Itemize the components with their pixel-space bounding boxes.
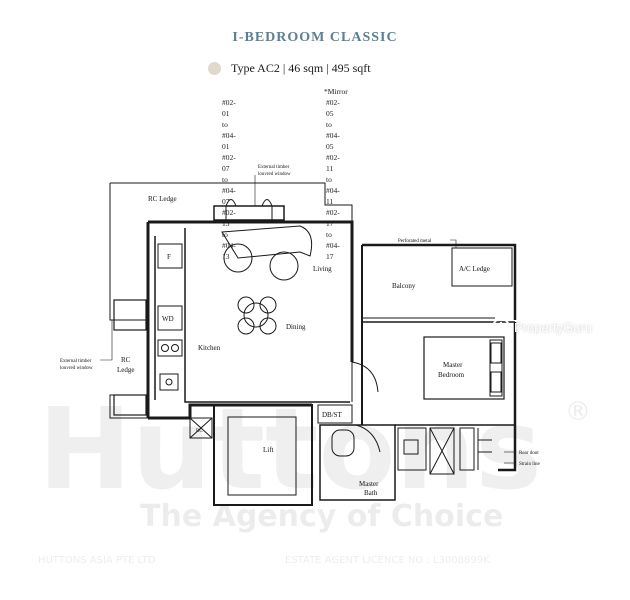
type-swatch: [208, 62, 221, 75]
label-dining: Dining: [286, 323, 306, 331]
kitchen-partition: [184, 228, 350, 403]
note-rear-door: Rear door: [519, 451, 539, 456]
label-master-bedroom: Master: [443, 361, 463, 369]
rc-shaft: [189, 417, 213, 439]
units-right-column: #02-05 to #04-05 #02-11 to #04-11 #02-17…: [326, 97, 340, 262]
lift-shaft: [213, 404, 313, 506]
armchair: [223, 243, 253, 273]
bed-pillow: [490, 342, 502, 364]
sink-drain: [165, 378, 173, 386]
ac-ledge-box: [451, 247, 513, 287]
leader-perforated: [450, 239, 457, 248]
wall-top: [148, 220, 354, 362]
bedroom-right-wall: [498, 322, 517, 472]
wd-box: [157, 305, 183, 331]
shower-line: [429, 427, 455, 475]
sink: [159, 373, 179, 391]
note-strain-line: Strain line: [519, 462, 540, 467]
bed-headboard: [489, 339, 503, 397]
note-top-window: louvred window: [258, 172, 291, 177]
unit-type-row: Type AC2 | 46 sqm | 495 sqft: [208, 61, 371, 76]
propertyguru-label: PropertyGuru: [514, 319, 593, 335]
label-rc-ledge-left: Ledge: [117, 366, 135, 374]
watermark-licence: ESTATE AGENT LICENCE NO : L3008899K: [285, 555, 490, 566]
outer-ledge-outline: [110, 182, 353, 233]
note-left-window: louvred window: [60, 366, 93, 371]
wardrobe-shelves: [477, 428, 492, 470]
label-rc-ledge-left: RC: [121, 356, 131, 364]
watermark-company: HUTTONS ASIA PTE LTD: [38, 555, 156, 566]
registered-mark: ®: [565, 397, 591, 427]
balcony-outer-wall: [362, 243, 517, 320]
coffee-table: [269, 251, 299, 281]
hob-burner: [171, 344, 179, 352]
master-bath-walls: [319, 424, 396, 501]
unit-range: #02-05 to #04-05: [326, 98, 340, 151]
left-window-lower: [113, 394, 147, 416]
unit-range: #02-11 to #04-11: [326, 153, 340, 206]
dining-chair: [259, 296, 277, 314]
label-living: Living: [313, 265, 332, 273]
unit-range: #02-07 to #04-07: [222, 153, 236, 206]
bath-door-swing: [355, 424, 381, 453]
label-balcony: Balcony: [392, 282, 416, 290]
dining-chair: [259, 317, 277, 335]
rc-shaft-cross: [189, 417, 213, 439]
toilet: [331, 429, 355, 457]
label-ac-ledge: A/C Ledge: [459, 265, 490, 273]
top-window-swing: [225, 199, 273, 207]
label-master-bedroom: Bedroom: [438, 371, 465, 379]
dining-table: [243, 302, 269, 328]
vanity: [397, 427, 427, 471]
wardrobe: [459, 427, 475, 471]
entry-door-swing: [351, 361, 379, 402]
db-st-closet: [317, 404, 353, 424]
unit-type-label: Type AC2 | 46 sqm | 495 sqft: [231, 61, 371, 75]
plan-title: I-BEDROOM CLASSIC: [232, 30, 398, 45]
label-master-bath: Bath: [364, 489, 378, 497]
bed: [423, 336, 505, 400]
note-left-window: External timber: [60, 359, 92, 364]
label-lift: Lift: [263, 446, 274, 454]
label-kitchen: Kitchen: [198, 344, 221, 352]
watermark-tagline: The Agency of Choice: [140, 499, 503, 534]
label-fridge: F: [167, 253, 171, 261]
propertyguru-logo-icon: [492, 318, 510, 336]
label-db-st: DB/ST: [322, 411, 343, 419]
top-window: [213, 205, 285, 221]
lift-car: [227, 416, 297, 496]
basin: [403, 439, 419, 455]
left-window-upper: [113, 299, 147, 331]
fridge-box: [157, 243, 183, 269]
note-top-window: External timber: [258, 165, 290, 170]
label-rc: RC: [196, 429, 203, 434]
label-master-bath: Master: [359, 480, 379, 488]
propertyguru-watermark: PropertyGuru: [492, 318, 592, 336]
label-wd: WD: [162, 315, 174, 323]
bed-pillow: [490, 371, 502, 393]
watermark-brand: Huttons: [38, 385, 542, 515]
dining-chair: [237, 296, 255, 314]
outer-ledge-left: [109, 183, 148, 321]
label-rc-ledge-top: RC Ledge: [148, 195, 177, 203]
mirror-heading: *Mirror: [324, 87, 348, 96]
hob-burner: [161, 344, 169, 352]
leader-left-window: [100, 320, 113, 361]
shower: [429, 427, 455, 475]
plan-lines: [100, 175, 517, 506]
dining-chair: [237, 317, 255, 335]
unit-range: #02-01 to #04-01: [222, 98, 236, 151]
hob: [157, 339, 183, 357]
sofa: [221, 225, 313, 259]
note-perforated-metal: Perforated metal: [398, 239, 432, 244]
